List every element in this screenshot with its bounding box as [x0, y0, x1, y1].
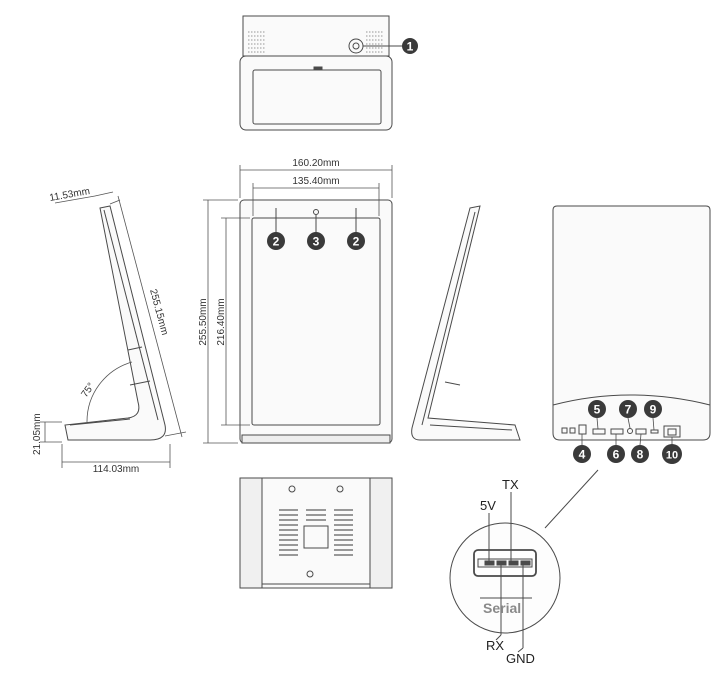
callout-9-number: 9: [650, 403, 657, 417]
callout-2-left: 2: [267, 232, 285, 250]
left-side-dimensions: [40, 191, 187, 468]
front-dimensions: [203, 165, 393, 444]
callout-8-number: 8: [637, 448, 644, 462]
bottom-view: [239, 477, 393, 589]
callout-3-number: 3: [313, 235, 320, 249]
screen-width-label: 135.40mm: [292, 176, 339, 187]
callout-leader-lines: [581, 417, 673, 446]
back-view: [552, 205, 711, 441]
callout-8: 8: [631, 445, 649, 463]
overall-height-label: 255.50mm: [198, 298, 209, 345]
left-side-view: [64, 205, 166, 441]
overall-width-label: 160.20mm: [292, 158, 339, 169]
callout-9: 9: [644, 400, 662, 418]
pin-tx-label: TX: [502, 477, 519, 492]
callout-6-number: 6: [613, 448, 620, 462]
bottom-vent-grille: [279, 509, 353, 556]
base-depth-label: 114.03mm: [93, 464, 140, 475]
top-speaker-grille-right: [366, 31, 384, 53]
bezel-depth-label: 11.53mm: [49, 186, 91, 204]
callout-5-number: 5: [594, 403, 601, 417]
callout-2-right-number: 2: [353, 235, 360, 249]
callout-10-number: 10: [666, 450, 678, 462]
front-view: [239, 199, 393, 444]
callout-6: 6: [607, 445, 625, 463]
top-speaker-grille-left: [248, 31, 266, 53]
callout-2-left-number: 2: [273, 235, 280, 249]
callout-1-number: 1: [407, 40, 414, 54]
callout-3: 3: [307, 232, 325, 250]
callout-4-number: 4: [579, 448, 586, 462]
serial-port-label: Serial: [483, 600, 521, 616]
callout-10: 10: [662, 444, 682, 464]
angle-label: 75°: [79, 381, 97, 400]
bottom-label-plate: [303, 525, 329, 549]
pin-5v-label: 5V: [480, 498, 496, 513]
top-view: [239, 15, 403, 131]
front-camera-icon: [313, 209, 319, 215]
right-side-view: [411, 205, 521, 441]
pin-gnd-label: GND: [506, 651, 535, 666]
callout-7: 7: [619, 400, 637, 418]
pin-rx-label: RX: [486, 638, 504, 653]
callout-2-right: 2: [347, 232, 365, 250]
base-height-label: 21.05mm: [32, 413, 43, 455]
side-length-label: 255.15mm: [147, 288, 170, 336]
callout-5: 5: [588, 400, 606, 418]
screen-height-label: 216.40mm: [216, 298, 227, 345]
callout-1: 1: [402, 38, 418, 54]
serial-port-detail: [449, 469, 599, 653]
callout-7-number: 7: [625, 403, 632, 417]
callout-4: 4: [573, 445, 591, 463]
